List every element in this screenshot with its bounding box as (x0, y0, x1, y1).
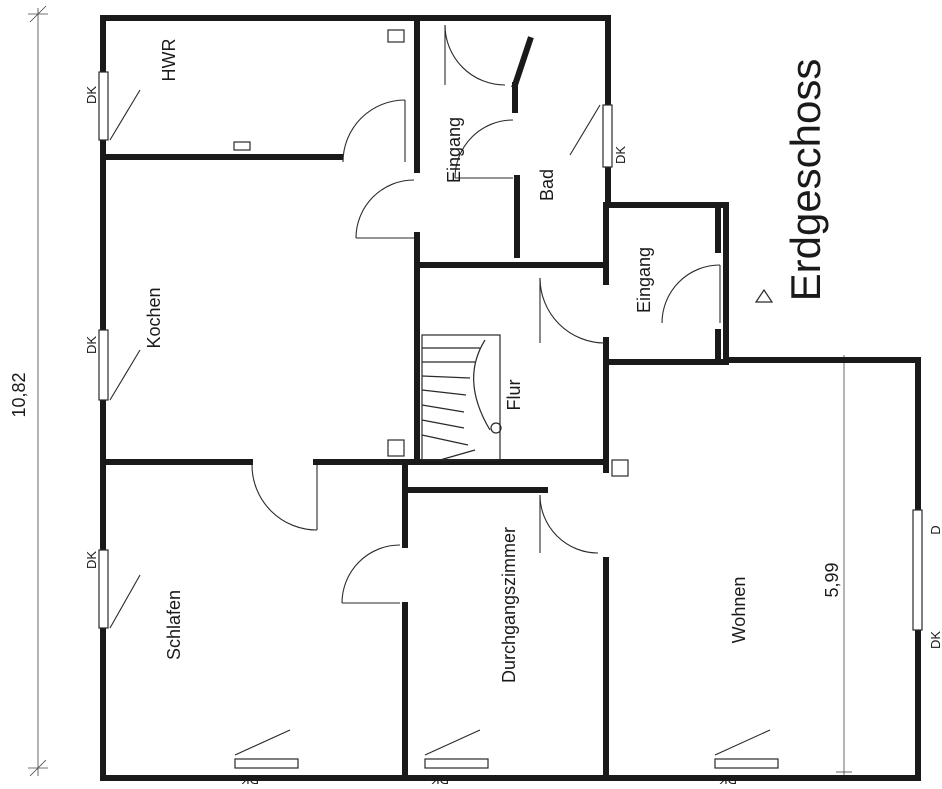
floor-title: Erdgeschoss (782, 59, 829, 302)
window-label-wohnen-d: D (928, 525, 942, 534)
doors (251, 24, 721, 604)
room-flur-label: Flur (504, 379, 524, 410)
window-label-bad: DK (613, 146, 628, 164)
overall-dimension-text: 10,82 (9, 372, 29, 417)
room-hwr-label: HWR (159, 39, 179, 82)
window-label-schlafen-bottom: DK (241, 772, 259, 787)
room-kochen-label: Kochen (144, 287, 164, 348)
window-label-schlafen: DK (84, 551, 99, 569)
windows (98, 71, 923, 769)
window-label-wohnen-dk: DK (928, 631, 942, 649)
window-label-hwr: DK (84, 86, 99, 104)
window-label-wohnen-bottom: DK (719, 772, 737, 787)
staircase (421, 334, 502, 461)
room-eingang-top-label: Eingang (444, 117, 464, 183)
overall-dimension-line (28, 5, 48, 777)
wohnen-dimension-text: 5,99 (822, 562, 842, 597)
room-schlafen-label: Schlafen (164, 590, 184, 660)
window-label-durchgang-bottom: DK (431, 772, 449, 787)
room-durchgangszimmer-label: Durchgangszimmer (499, 527, 519, 683)
room-bad-label: Bad (537, 169, 557, 201)
window-label-kochen: DK (84, 336, 99, 354)
room-eingang-side-label: Eingang (634, 247, 654, 313)
room-wohnen-label: Wohnen (729, 577, 749, 644)
fixtures (233, 29, 774, 477)
